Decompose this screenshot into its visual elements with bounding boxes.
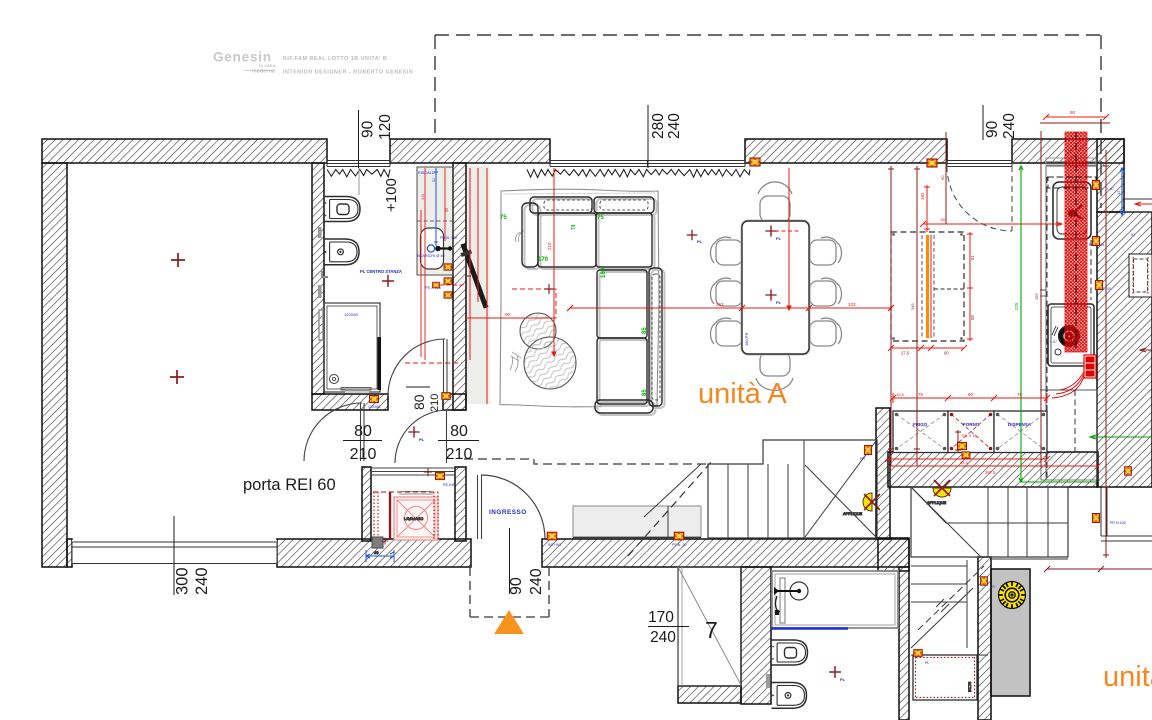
svg-text:L.87: L.87 xyxy=(1107,187,1114,191)
svg-text:160: 160 xyxy=(601,267,607,278)
svg-text:L.87: L.87 xyxy=(1050,340,1057,344)
svg-text:60: 60 xyxy=(944,351,949,356)
svg-text:PL: PL xyxy=(776,300,782,305)
svg-text:PS.N. 20: PS.N. 20 xyxy=(672,543,686,547)
svg-text:133: 133 xyxy=(848,302,856,307)
svg-text:INGRESSO: INGRESSO xyxy=(489,509,527,516)
svg-text:PS.X.100: PS.X.100 xyxy=(1096,287,1111,291)
svg-text:Genesin: Genesin xyxy=(213,50,272,65)
svg-text:RIF.FAM REAL LOTTO 1B UNITA' B: RIF.FAM REAL LOTTO 1B UNITA' B xyxy=(283,56,387,62)
svg-text:80: 80 xyxy=(354,423,372,440)
svg-text:210: 210 xyxy=(446,446,473,463)
svg-text:APPLIQUE: APPLIQUE xyxy=(927,501,946,505)
svg-text:225: 225 xyxy=(1014,302,1019,310)
svg-text:FORNO: FORNO xyxy=(963,422,980,427)
svg-text:BT.75: BT.75 xyxy=(967,681,972,692)
svg-text:RE-INT: RE-INT xyxy=(443,483,456,487)
svg-text:80: 80 xyxy=(411,394,427,410)
svg-text:90: 90 xyxy=(984,120,1001,138)
svg-text:PL: PL xyxy=(925,661,929,665)
svg-text:60: 60 xyxy=(968,392,974,397)
svg-text:51: 51 xyxy=(970,255,975,260)
svg-text:90: 90 xyxy=(508,577,525,595)
svg-text:240: 240 xyxy=(528,568,545,595)
svg-text:58: 58 xyxy=(970,315,975,320)
svg-text:263: 263 xyxy=(716,302,724,307)
svg-text:95: 95 xyxy=(445,208,449,212)
svg-text:170: 170 xyxy=(648,609,674,626)
svg-text:170: 170 xyxy=(538,257,549,263)
svg-text:PR: PR xyxy=(860,457,865,461)
svg-text:180 PR: 180 PR xyxy=(744,333,749,346)
svg-text:95.5: 95.5 xyxy=(960,460,969,465)
svg-text:240: 240 xyxy=(193,567,211,595)
svg-text:85: 85 xyxy=(642,327,648,334)
svg-text:moderna: moderna xyxy=(252,69,276,75)
svg-text:165: 165 xyxy=(1034,293,1039,300)
svg-text:27.5: 27.5 xyxy=(901,351,910,356)
svg-text:52: 52 xyxy=(1131,233,1135,237)
svg-text:210: 210 xyxy=(350,446,377,463)
svg-text:75: 75 xyxy=(597,215,604,221)
svg-text:FRIGO: FRIGO xyxy=(913,422,928,427)
svg-text:LAVA+ASC: LAVA+ASC xyxy=(404,517,423,521)
svg-text:180: 180 xyxy=(920,192,925,200)
svg-text:74: 74 xyxy=(571,224,577,230)
svg-text:120X80: 120X80 xyxy=(368,405,380,409)
svg-text:SCARICHI Ø 40: SCARICHI Ø 40 xyxy=(417,254,444,258)
svg-text:DISPENSA: DISPENSA xyxy=(1008,422,1032,427)
svg-text:7: 7 xyxy=(705,617,718,643)
svg-text:90: 90 xyxy=(505,312,511,317)
svg-text:85: 85 xyxy=(642,389,648,396)
svg-text:240: 240 xyxy=(666,113,683,139)
svg-text:unità: unità xyxy=(1103,661,1152,693)
svg-text:PL CENTRO STANZA: PL CENTRO STANZA xyxy=(360,269,402,274)
svg-text:PR.N.105: PR.N.105 xyxy=(1110,521,1126,525)
svg-text:75: 75 xyxy=(500,215,507,221)
svg-text:PL: PL xyxy=(840,677,846,682)
svg-text:42: 42 xyxy=(1116,190,1121,195)
svg-text:INT+INT: INT+INT xyxy=(548,543,562,547)
svg-text:PS X 10: PS X 10 xyxy=(962,433,977,438)
svg-text:unità A: unità A xyxy=(698,378,787,410)
svg-text:210: 210 xyxy=(547,242,552,250)
svg-text:PS: PS xyxy=(990,585,995,589)
svg-text:APPLIQUE: APPLIQUE xyxy=(843,512,862,516)
svg-text:75: 75 xyxy=(1017,392,1023,397)
svg-text:280: 280 xyxy=(650,113,667,139)
svg-text:RISCALD.: RISCALD. xyxy=(418,171,436,175)
svg-text:90: 90 xyxy=(1070,110,1076,115)
svg-text:60: 60 xyxy=(374,550,379,555)
svg-text:la casa: la casa xyxy=(259,63,275,69)
svg-text:143: 143 xyxy=(421,194,425,200)
svg-text:345: 345 xyxy=(910,303,915,310)
svg-text:80: 80 xyxy=(450,423,468,440)
svg-text:PL: PL xyxy=(697,239,703,244)
svg-text:169: 169 xyxy=(940,217,947,222)
svg-text:porta REI 60: porta REI 60 xyxy=(243,476,336,494)
svg-text:90: 90 xyxy=(940,175,945,180)
svg-text:PL: PL xyxy=(419,437,425,442)
svg-text:210: 210 xyxy=(429,394,441,412)
svg-text:240: 240 xyxy=(650,629,676,646)
svg-text:300: 300 xyxy=(174,567,192,595)
svg-text:240: 240 xyxy=(1001,113,1018,139)
svg-text:INTERIOR DESIGNER - ROBERTO GE: INTERIOR DESIGNER - ROBERTO GENESIN xyxy=(283,70,413,76)
svg-text:52: 52 xyxy=(432,178,436,182)
svg-text:287.5: 287.5 xyxy=(985,470,996,475)
svg-text:10.5: 10.5 xyxy=(896,392,905,397)
svg-text:90: 90 xyxy=(360,120,377,138)
svg-text:120: 120 xyxy=(377,114,394,140)
svg-text:+100: +100 xyxy=(383,178,400,212)
svg-text:75: 75 xyxy=(918,392,924,397)
svg-text:PR.B. 100: PR.B. 100 xyxy=(440,236,457,240)
svg-text:PL: PL xyxy=(776,236,782,241)
svg-text:120X80: 120X80 xyxy=(344,312,359,317)
